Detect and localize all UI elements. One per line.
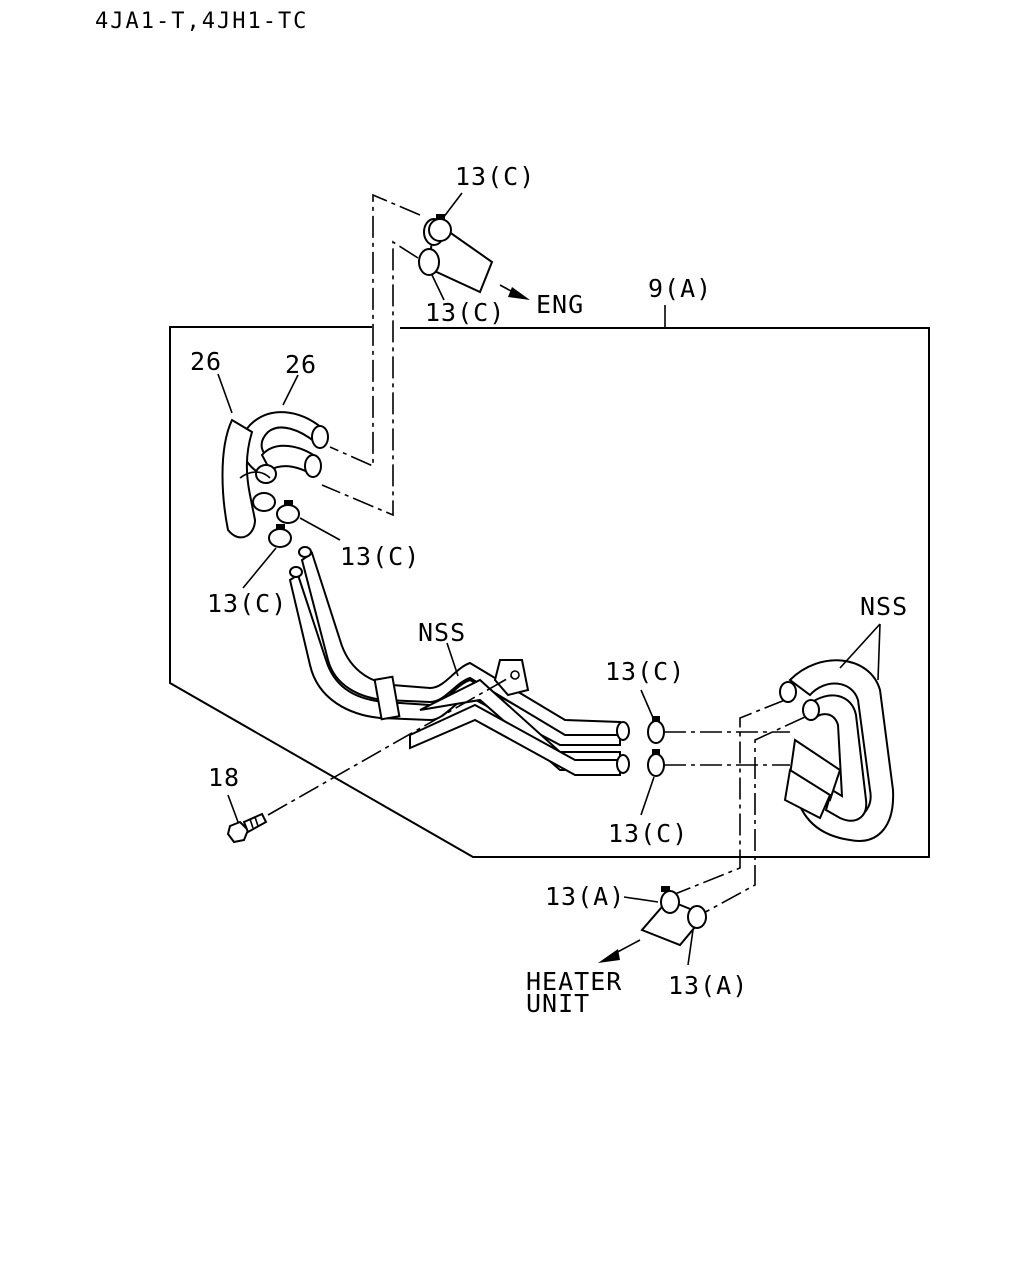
leader-26-right <box>282 374 299 406</box>
label-13a-right: 13(A) <box>668 971 748 1000</box>
leader-13c-pipe-upper <box>640 689 655 721</box>
bolt-route-line <box>267 675 513 816</box>
leader-nss-right-a <box>839 623 881 669</box>
model-header: 4JA1-T,4JH1-TC <box>95 9 308 34</box>
clamp-13c-mid-left <box>268 524 292 548</box>
label-13c-pipe-upper: 13(C) <box>605 657 685 686</box>
clamp-13a-right <box>687 905 707 929</box>
engine-hose-stub <box>418 192 530 301</box>
engine-route-lines <box>321 193 421 517</box>
leader-13a-right <box>687 929 694 966</box>
label-26-left: 26 <box>190 347 222 376</box>
clamp-13c-pipe-lower <box>647 749 665 777</box>
leader-26-left <box>217 373 233 414</box>
label-13c-top: 13(C) <box>455 162 535 191</box>
clamp-13a-left <box>660 886 680 914</box>
leader-18 <box>227 794 239 823</box>
leader-13c-mid-left <box>242 547 277 589</box>
label-13c-mid-left: 13(C) <box>207 589 287 618</box>
label-unit: UNIT <box>526 989 590 1018</box>
label-13c-top2: 13(C) <box>425 298 505 327</box>
leader-nss-right-b <box>877 623 881 681</box>
leader-13c-mid-right <box>299 517 341 541</box>
label-heater: HEATER <box>526 967 622 996</box>
label-18: 18 <box>208 763 240 792</box>
clamp-13c-top <box>428 214 452 242</box>
label-eng: ENG <box>536 290 584 319</box>
clamp-13c-pipe-upper <box>647 716 665 744</box>
right-hose-assembly <box>779 659 895 842</box>
main-pipe-assembly <box>288 546 630 776</box>
label-26-right: 26 <box>285 350 317 379</box>
hose-26-left <box>221 418 271 539</box>
label-nss-center: NSS <box>418 618 466 647</box>
hose-26-right <box>240 411 329 512</box>
label-13a-left: 13(A) <box>545 882 625 911</box>
bolt-18 <box>226 812 268 844</box>
label-13c-mid-right: 13(C) <box>340 542 420 571</box>
label-13c-pipe-lower: 13(C) <box>608 819 688 848</box>
heater-arrow-icon <box>598 949 620 963</box>
leader-nss-center <box>446 642 459 677</box>
label-nss-right: NSS <box>860 592 908 621</box>
assembly-boundary <box>169 326 930 858</box>
eng-arrow-icon <box>508 287 530 300</box>
label-9a: 9(A) <box>648 274 712 303</box>
clamp-13c-mid-right <box>276 500 300 524</box>
leader-13a-left <box>623 896 659 903</box>
heater-route-lines <box>659 699 806 916</box>
leader-13c-pipe-lower <box>640 776 655 816</box>
